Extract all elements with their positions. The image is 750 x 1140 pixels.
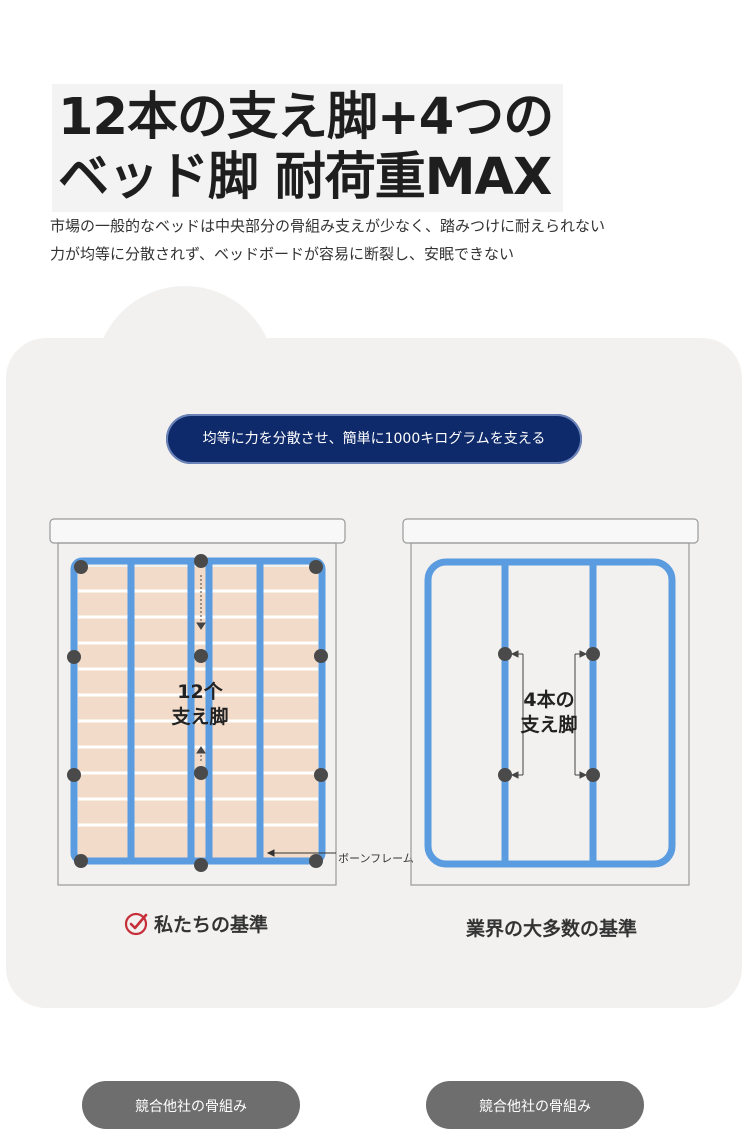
bone-frame-label: ボーンフレーム: [338, 852, 414, 865]
bone-frame: [424, 558, 676, 868]
description-line-1: 市場の一般的なベッドは中央部分の骨組み支えが少なく、踏みつけに耐えられない: [50, 217, 606, 235]
description-line-2: 力が均等に分散されず、ベッドボードが容易に断裂し、安眠できない: [50, 245, 514, 263]
our-standard-text: 私たちの基準: [154, 914, 269, 936]
headboard: [49, 518, 346, 544]
check-circle-icon: [124, 910, 150, 941]
support-arrows: [510, 650, 588, 779]
description: 市場の一般的なベッドは中央部分の骨組み支えが少なく、踏みつけに耐えられない 力が…: [50, 212, 605, 268]
left-legs-label: 12个 支え脚: [160, 680, 240, 730]
load-banner: 均等に力を分散させ、簡単に1000キログラムを支える: [166, 414, 582, 464]
title-line-1: 12本の支え脚+4つの: [58, 88, 554, 147]
frame-label-pointer: [266, 849, 336, 857]
right-legs-label-line-2: 支え脚: [520, 714, 578, 736]
right-legs-label: 4本の 支え脚: [509, 688, 589, 738]
industry-standard-caption: 業界の大多数の基準: [466, 918, 638, 940]
left-legs-label-line-2: 支え脚: [171, 706, 229, 728]
bed-base-outline: [57, 542, 337, 886]
support-leg-dots: [67, 554, 328, 872]
competitor-frame-button-left[interactable]: 競合他社の骨組み: [82, 1081, 300, 1129]
bed-base-outline: [410, 542, 690, 886]
support-leg-dots: [498, 647, 600, 782]
left-legs-label-line-1: 12个: [177, 681, 223, 703]
title-line-2: ベッド脚 耐荷重MAX: [58, 148, 552, 207]
support-arrows: [196, 575, 206, 761]
headboard: [402, 518, 699, 544]
right-legs-label-line-1: 4本の: [523, 689, 575, 711]
wood-slats: [78, 567, 318, 859]
our-standard-caption: 私たちの基準: [124, 910, 268, 941]
page-title: 12本の支え脚+4つの ベッド脚 耐荷重MAX: [52, 84, 564, 212]
competitor-frame-button-right[interactable]: 競合他社の骨組み: [426, 1081, 644, 1129]
our-frame-diagram: [49, 518, 346, 886]
industry-frame-diagram: [402, 518, 699, 886]
